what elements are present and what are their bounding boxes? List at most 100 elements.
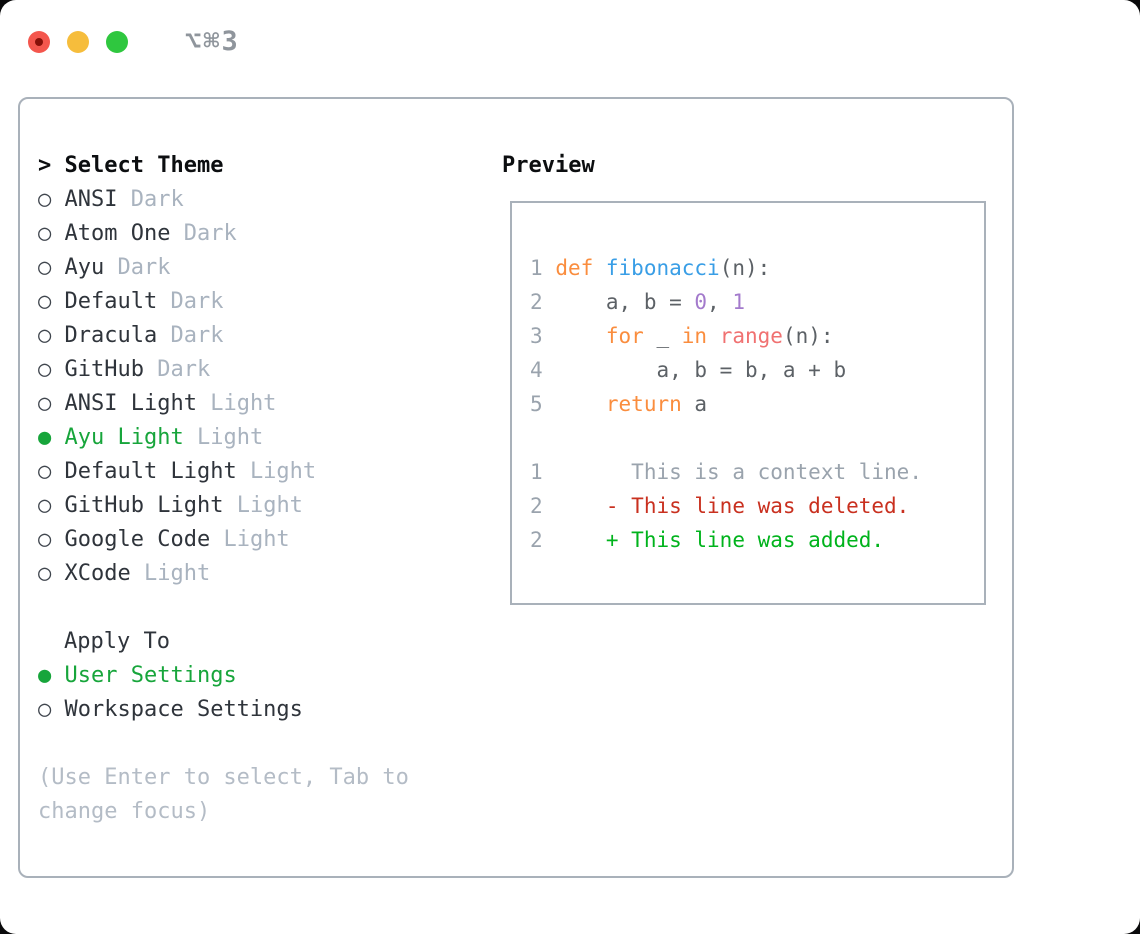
- theme-variant: Light: [236, 493, 303, 518]
- apply-to-header-label: Apply To: [64, 629, 170, 654]
- code-token-default: [555, 324, 606, 348]
- code-token-keyword: return: [605, 392, 682, 416]
- theme-option-github-light[interactable]: ○ GitHub Light Light: [38, 489, 500, 523]
- theme-name: Default: [64, 289, 158, 314]
- radio-icon: ○: [38, 697, 52, 722]
- preview-pane: Preview 1 def fibonacci(n):2 a, b = 0, 1…: [500, 149, 1012, 876]
- code-token-default: _: [643, 324, 682, 348]
- line-number: 1: [530, 460, 543, 484]
- radio-icon: ○: [38, 323, 52, 348]
- theme-option-ansi-light[interactable]: ○ ANSI Light Light: [38, 387, 500, 421]
- code-token-number: 0: [694, 290, 708, 314]
- theme-option-dracula[interactable]: ○ Dracula Dark: [38, 319, 500, 353]
- theme-variant: Dark: [130, 187, 184, 212]
- radio-icon: ○: [38, 493, 52, 518]
- code-token-keyword: def: [555, 256, 606, 280]
- theme-variant: Dark: [117, 255, 171, 280]
- theme-variant: Light: [249, 459, 317, 484]
- apply-option-user-settings[interactable]: ● User Settings: [38, 659, 500, 693]
- preview-header: Preview: [502, 153, 595, 178]
- theme-variant: Dark: [183, 221, 237, 246]
- code-line: 1 def fibonacci(n):: [530, 251, 984, 285]
- theme-name: Google Code: [64, 527, 211, 552]
- theme-option-github[interactable]: ○ GitHub Dark: [38, 353, 500, 387]
- apply-to-header: Apply To: [38, 625, 500, 659]
- theme-variant: Dark: [170, 323, 224, 348]
- theme-variant: Light: [223, 527, 290, 552]
- theme-list: ○ ANSI Dark○ Atom One Dark○ Ayu Dark○ De…: [38, 183, 500, 591]
- line-number: 5: [530, 392, 543, 416]
- theme-name: Atom One: [64, 221, 171, 246]
- theme-variant: Light: [143, 561, 211, 586]
- line-number: 3: [530, 324, 543, 348]
- select-theme-header-label: Select Theme: [64, 153, 224, 178]
- code-token-keyword: for: [605, 324, 644, 348]
- line-number: 1: [530, 256, 543, 280]
- theme-name: GitHub Light: [64, 493, 224, 518]
- theme-option-default[interactable]: ○ Default Dark: [38, 285, 500, 319]
- radio-icon: ○: [38, 527, 52, 552]
- line-number: 2: [530, 290, 543, 314]
- code-token-context: This is a context line.: [555, 460, 922, 484]
- code-token-default: (n):: [719, 256, 771, 280]
- line-number: 2: [530, 494, 543, 518]
- theme-option-ansi[interactable]: ○ ANSI Dark: [38, 183, 500, 217]
- line-number: 2: [530, 528, 543, 552]
- blank-line: [530, 421, 984, 455]
- radio-icon: ○: [38, 391, 52, 416]
- apply-option-workspace-settings[interactable]: ○ Workspace Settings: [38, 693, 500, 727]
- code-line: 2 a, b = 0, 1: [530, 285, 984, 319]
- code-token-default: [555, 392, 606, 416]
- theme-name: Dracula: [64, 323, 158, 348]
- diff-context-line: 1 This is a context line.: [530, 455, 984, 489]
- theme-option-google-code[interactable]: ○ Google Code Light: [38, 523, 500, 557]
- code-token-default: ,: [707, 290, 733, 314]
- diff-added-line: 2 + This line was added.: [530, 523, 984, 557]
- radio-icon: ○: [38, 255, 52, 280]
- apply-option-label: User Settings: [64, 663, 237, 688]
- zoom-button[interactable]: [106, 30, 128, 53]
- radio-selected-icon: ●: [38, 425, 52, 450]
- code-token-default: a: [681, 392, 708, 416]
- code-token-default: [707, 324, 720, 348]
- code-line: 5 return a: [530, 387, 984, 421]
- line-number: 4: [530, 358, 543, 382]
- code-token-keyword: in: [681, 324, 708, 348]
- theme-name: Default Light: [64, 459, 237, 484]
- theme-name: Ayu: [64, 255, 105, 280]
- theme-option-atom-one[interactable]: ○ Atom One Dark: [38, 217, 500, 251]
- select-theme-header: > Select Theme: [38, 149, 500, 183]
- theme-variant: Dark: [170, 289, 224, 314]
- apply-to-list: ● User Settings○ Workspace Settings: [38, 659, 500, 727]
- code-token-default: a, b =: [555, 290, 695, 314]
- window-title: ⌥⌘3: [185, 26, 240, 57]
- code-line: 3 for _ in range(n):: [530, 319, 984, 353]
- code-token-added: + This line was added.: [555, 528, 885, 552]
- theme-option-ayu-light[interactable]: ● Ayu Light Light: [38, 421, 500, 455]
- radio-icon: ○: [38, 357, 52, 382]
- code-line: 4 a, b = b, a + b: [530, 353, 984, 387]
- code-token-number: 1: [732, 290, 745, 314]
- minimize-button[interactable]: [67, 30, 89, 53]
- theme-variant: Light: [196, 425, 264, 450]
- radio-icon: ○: [38, 187, 52, 212]
- close-button[interactable]: [28, 30, 50, 53]
- diff-deleted-line: 2 - This line was deleted.: [530, 489, 984, 523]
- radio-selected-icon: ●: [38, 663, 52, 688]
- radio-icon: ○: [38, 221, 52, 246]
- theme-option-xcode[interactable]: ○ XCode Light: [38, 557, 500, 591]
- theme-sidebar: > Select Theme ○ ANSI Dark○ Atom One Dar…: [20, 149, 500, 876]
- theme-name: XCode: [64, 561, 131, 586]
- theme-option-ayu[interactable]: ○ Ayu Dark: [38, 251, 500, 285]
- help-text: (Use Enter to select, Tab to change focu…: [38, 765, 409, 824]
- code-token-default: (n):: [782, 324, 834, 348]
- radio-icon: ○: [38, 561, 52, 586]
- theme-option-default-light[interactable]: ○ Default Light Light: [38, 455, 500, 489]
- close-dot-icon: [35, 37, 43, 46]
- radio-icon: ○: [38, 289, 52, 314]
- radio-icon: ○: [38, 459, 52, 484]
- code-token-default: a, b = b, a + b: [555, 358, 847, 382]
